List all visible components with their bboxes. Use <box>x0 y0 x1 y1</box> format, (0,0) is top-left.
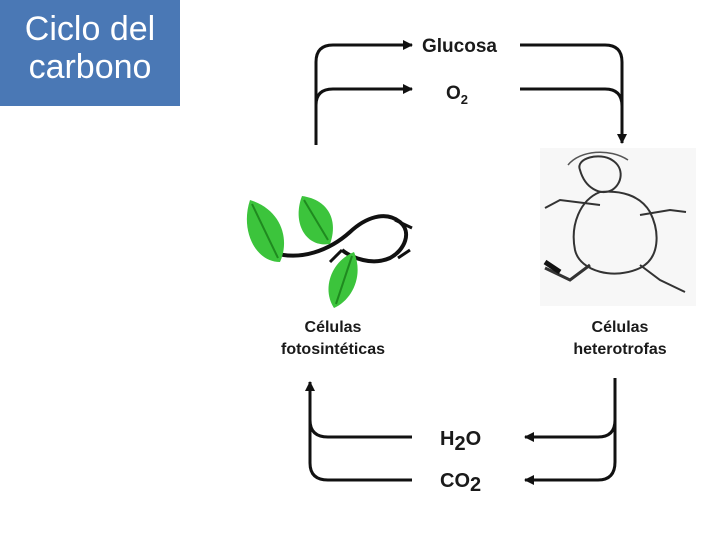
water-label: H2O <box>440 428 481 455</box>
oxygen-arrow-left <box>314 84 413 145</box>
oxygen-arrow-right <box>520 87 624 130</box>
co2-arrow-left <box>308 420 412 482</box>
running-person-icon <box>540 148 696 306</box>
left-node-line2: fotosintéticas <box>281 341 385 358</box>
water-arrow-right <box>524 378 617 442</box>
left-node-line1: Células <box>305 319 362 336</box>
right-node-line1: Células <box>592 319 649 336</box>
co2-label: CO2 <box>440 470 481 496</box>
glucose-arrow-left <box>314 40 413 145</box>
leaves-icon <box>246 196 413 308</box>
oxygen-label: O2 <box>446 83 468 107</box>
slide-title: Ciclo del carbono <box>0 0 180 106</box>
glucose-arrow-right <box>520 43 627 144</box>
right-node-line2: heterotrofas <box>573 341 666 358</box>
water-arrow-left <box>305 381 412 439</box>
co2-arrow-right <box>524 420 617 485</box>
slide-title-line2: carbono <box>28 48 152 86</box>
glucose-label: Glucosa <box>422 36 497 57</box>
slide-title-line1: Ciclo del <box>24 10 156 48</box>
